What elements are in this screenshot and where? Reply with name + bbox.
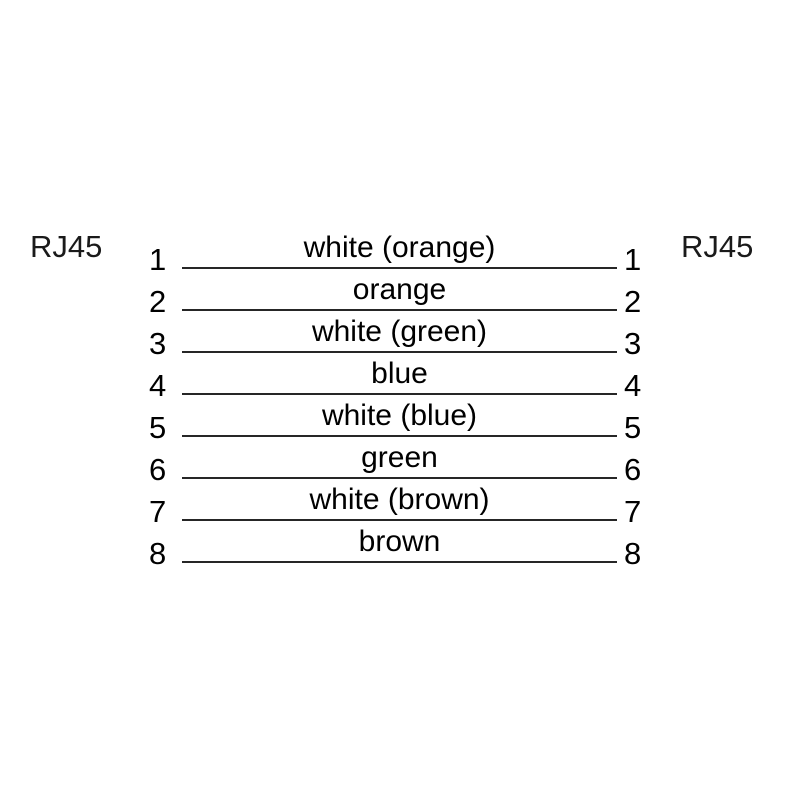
right-pin-number: 2 (624, 284, 642, 319)
right-pin-number: 8 (624, 536, 642, 571)
left-pin-number: 5 (149, 410, 167, 445)
left-pin-number: 1 (149, 242, 167, 277)
wire-color-label: orange (352, 273, 447, 306)
wire-connection-line (182, 435, 617, 437)
left-pin-number: 8 (149, 536, 167, 571)
wire-color-label: white (green) (311, 315, 488, 348)
left-pin-number: 7 (149, 494, 167, 529)
wire-connection-line (182, 309, 617, 311)
left-pin-number: 2 (149, 284, 167, 319)
wire-color-label: green (361, 441, 438, 474)
pin-row: white (brown) 7 7 (0, 479, 800, 527)
left-pin-number: 3 (149, 326, 167, 361)
wire-connection-line (182, 351, 617, 353)
wire-connection-line (182, 267, 617, 269)
right-pin-number: 6 (624, 452, 642, 487)
wire-color-label: brown (358, 525, 441, 558)
wire-connection-line (182, 561, 617, 563)
pin-row: blue 4 4 (0, 353, 800, 401)
pin-row: orange 2 2 (0, 269, 800, 317)
right-pin-number: 1 (624, 242, 642, 277)
wire-color-label: white (orange) (303, 231, 496, 264)
left-connector-label: RJ45 (30, 229, 103, 264)
pin-row: white (green) 3 3 (0, 311, 800, 359)
pin-row: brown 8 8 (0, 521, 800, 569)
wire-connection-line (182, 477, 617, 479)
right-connector-label: RJ45 (681, 229, 754, 264)
wire-connection-line (182, 393, 617, 395)
pin-row: white (orange) 1 1 (0, 227, 800, 275)
left-pin-number: 4 (149, 368, 167, 403)
right-pin-number: 7 (624, 494, 642, 529)
left-pin-number: 6 (149, 452, 167, 487)
pin-row: white (blue) 5 5 (0, 395, 800, 443)
pin-row: green 6 6 (0, 437, 800, 485)
wire-color-label: white (blue) (321, 399, 478, 432)
wire-color-label: blue (371, 357, 428, 390)
right-pin-number: 5 (624, 410, 642, 445)
wire-color-label: white (brown) (309, 483, 490, 516)
right-pin-number: 4 (624, 368, 642, 403)
right-pin-number: 3 (624, 326, 642, 361)
wire-connection-line (182, 519, 617, 521)
